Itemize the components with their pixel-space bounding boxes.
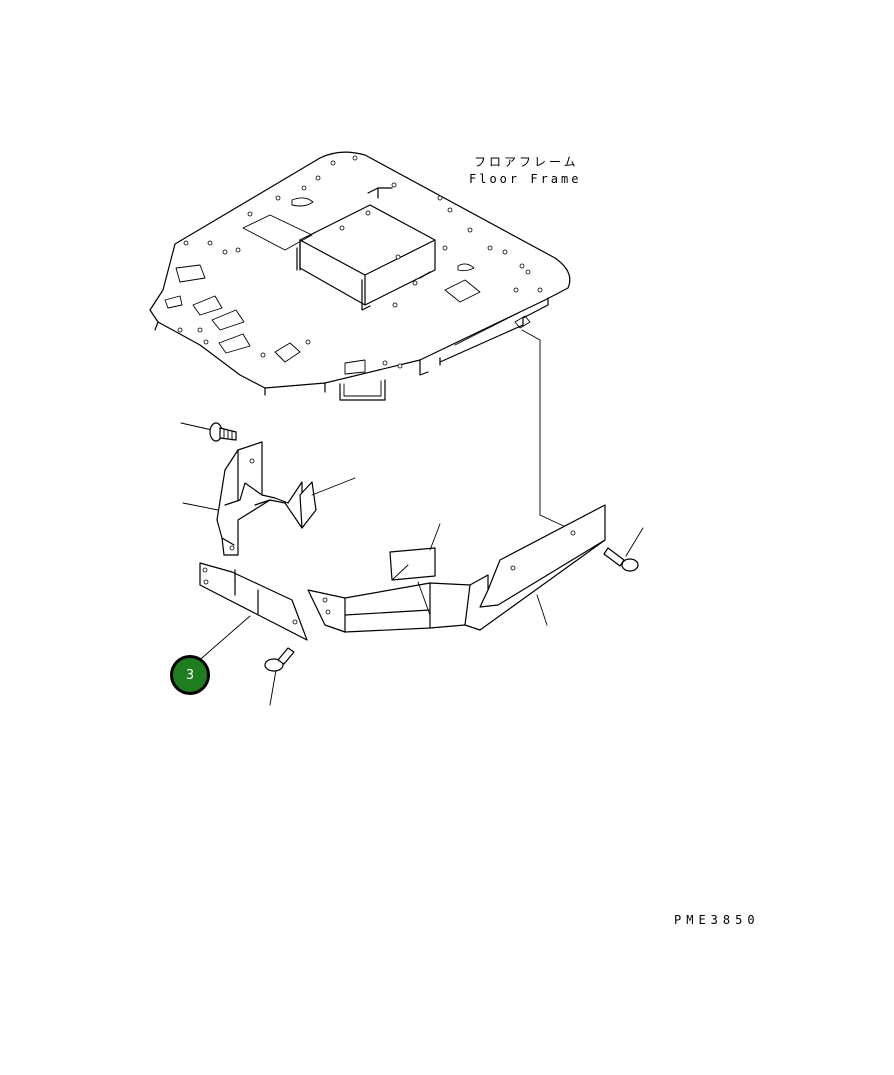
leader-line [182,502,219,511]
leader-line [417,581,431,616]
leader-line [429,523,441,551]
callout-3-leader [194,615,251,665]
bolt-icon [603,527,644,572]
lower-cover-panel [307,504,606,633]
leader-line [391,564,409,581]
callout-3-number: 3 [185,667,195,683]
leader-line [536,594,548,626]
callout-3[interactable]: 3 [170,655,210,695]
small-angle-piece [299,481,317,529]
mounting-holes [177,155,543,369]
floor-frame-label-jp: フロアフレーム [474,155,579,169]
bolt-icon [180,422,237,442]
floor-frame [149,151,571,401]
leader-line [311,477,356,496]
cover-plate-part-3 [199,562,308,641]
left-bracket-plate [216,441,303,556]
small-plate [389,547,436,581]
floor-frame-label-en: Floor Frame [469,172,582,186]
bolt-icon [264,647,295,706]
drawing-code: PME3850 [674,913,760,927]
floor-frame-leader [521,329,573,531]
